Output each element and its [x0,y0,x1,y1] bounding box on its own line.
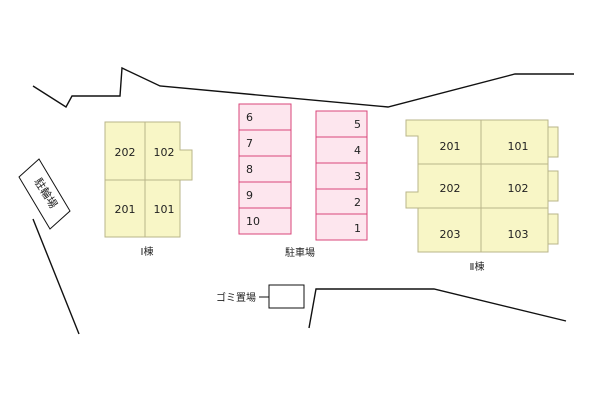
unit-label: 203 [440,228,461,241]
unit-label: 202 [440,182,461,195]
parking-space-number: 3 [354,170,361,183]
garbage-box [268,284,305,309]
unit-label: 202 [115,146,136,159]
parking-space-number: 6 [246,111,253,124]
building-2: 201 101 202 102 203 103 Ⅱ棟 [405,119,559,273]
parking-space-number: 2 [354,196,361,209]
bike-parking: 駐輪場 [18,158,71,230]
building-1-label: Ⅰ棟 [141,245,154,258]
garbage-area: ゴミ置場 [216,284,305,309]
unit-label: 201 [440,140,461,153]
unit-label: 101 [508,140,529,153]
balcony [547,213,559,245]
parking-space-number: 1 [354,222,361,235]
garbage-label: ゴミ置場 [216,291,256,304]
parking-space-number: 8 [246,163,253,176]
unit-label: 102 [508,182,529,195]
unit-label: 101 [154,203,175,216]
parking-left: 6 7 8 9 10 [238,103,292,235]
balcony [547,126,559,158]
bike-parking-box [18,158,71,230]
building-1: 202 102 201 101 Ⅰ棟 [104,121,193,258]
left-road-line [32,218,80,335]
building-2-label: Ⅱ棟 [470,260,485,273]
unit-label: 103 [508,228,529,241]
parking-space-number: 7 [246,137,253,150]
top-road-line [32,66,574,108]
parking-space-number: 10 [246,215,260,228]
parking-space-number: 9 [246,189,253,202]
boundary-lines [32,66,574,335]
balcony [547,170,559,202]
parking-space-number: 5 [354,118,361,131]
parking-right-outline [315,110,368,241]
bottom-road-line [308,288,567,329]
parking-space-number: 4 [354,144,361,157]
unit-label: 102 [154,146,175,159]
parking-label: 駐車場 [285,246,315,259]
parking-left-outline [238,103,292,235]
parking-right: 5 4 3 2 1 [315,110,368,241]
unit-label: 201 [115,203,136,216]
